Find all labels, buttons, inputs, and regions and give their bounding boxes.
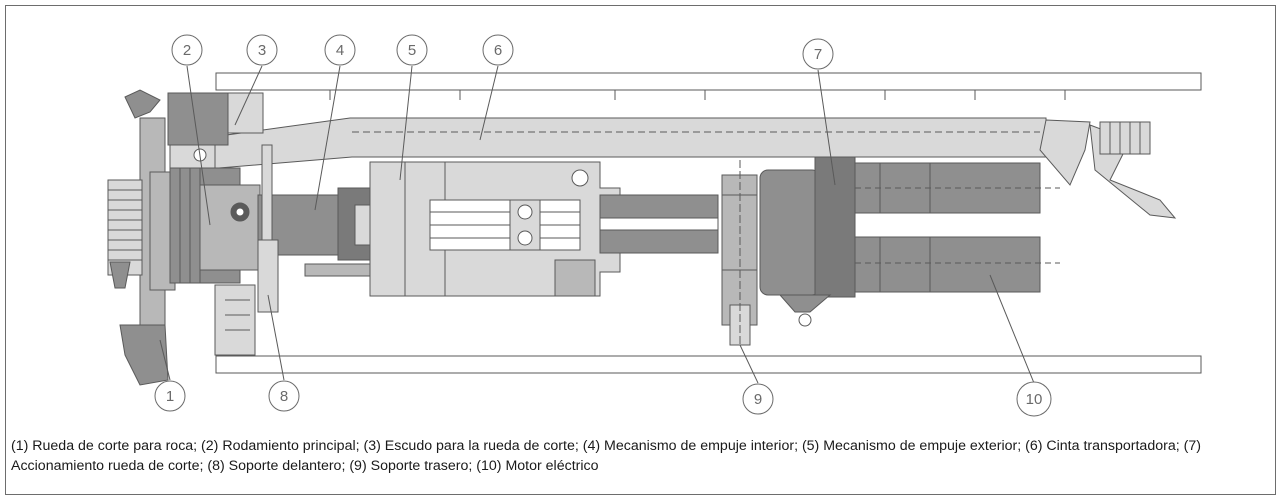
rear-support <box>721 160 758 346</box>
rock-cutter-wheel <box>107 89 176 386</box>
cutter-wheel-drive <box>759 156 856 327</box>
callout-label-8: 8 <box>280 388 288 405</box>
front-support <box>257 144 279 313</box>
callout-circle-10 <box>1016 381 1052 417</box>
callout-circle-9 <box>742 383 774 415</box>
callout-label-10: 10 <box>1026 391 1043 408</box>
callout-circle-3 <box>246 34 278 66</box>
callout-label-2: 2 <box>183 42 191 59</box>
cutter-shield <box>167 92 264 171</box>
callout-circle-8 <box>268 380 300 412</box>
callout-circle-7 <box>802 38 834 70</box>
main-shaft <box>599 194 719 254</box>
callout-circle-2 <box>171 34 203 66</box>
callout-label-3: 3 <box>258 42 266 59</box>
callout-label-1: 1 <box>166 388 174 405</box>
callout-label-9: 9 <box>754 391 762 408</box>
callout-circle-6 <box>482 34 514 66</box>
callout-label-4: 4 <box>336 42 344 59</box>
inner-thrust <box>257 187 384 277</box>
callout-labels: 1 2 3 4 5 6 7 8 9 10 <box>166 42 1043 408</box>
main-bearing <box>169 167 261 356</box>
electric-motors <box>854 162 1060 293</box>
outer-thrust <box>369 161 621 297</box>
callout-label-5: 5 <box>408 42 416 59</box>
callout-circle-5 <box>396 34 428 66</box>
callout-circles <box>154 34 1052 417</box>
callout-label-6: 6 <box>494 42 502 59</box>
leader-lines <box>159 65 1035 384</box>
tbm-diagram: 1 2 3 4 5 6 7 8 9 10 <box>107 34 1202 417</box>
frame-rails <box>215 72 1202 374</box>
callout-label-7: 7 <box>814 46 822 63</box>
callout-circle-1 <box>154 380 186 412</box>
callout-circle-4 <box>324 34 356 66</box>
figure-caption: (1) Rueda de corte para roca; (2) Rodami… <box>11 438 1201 474</box>
